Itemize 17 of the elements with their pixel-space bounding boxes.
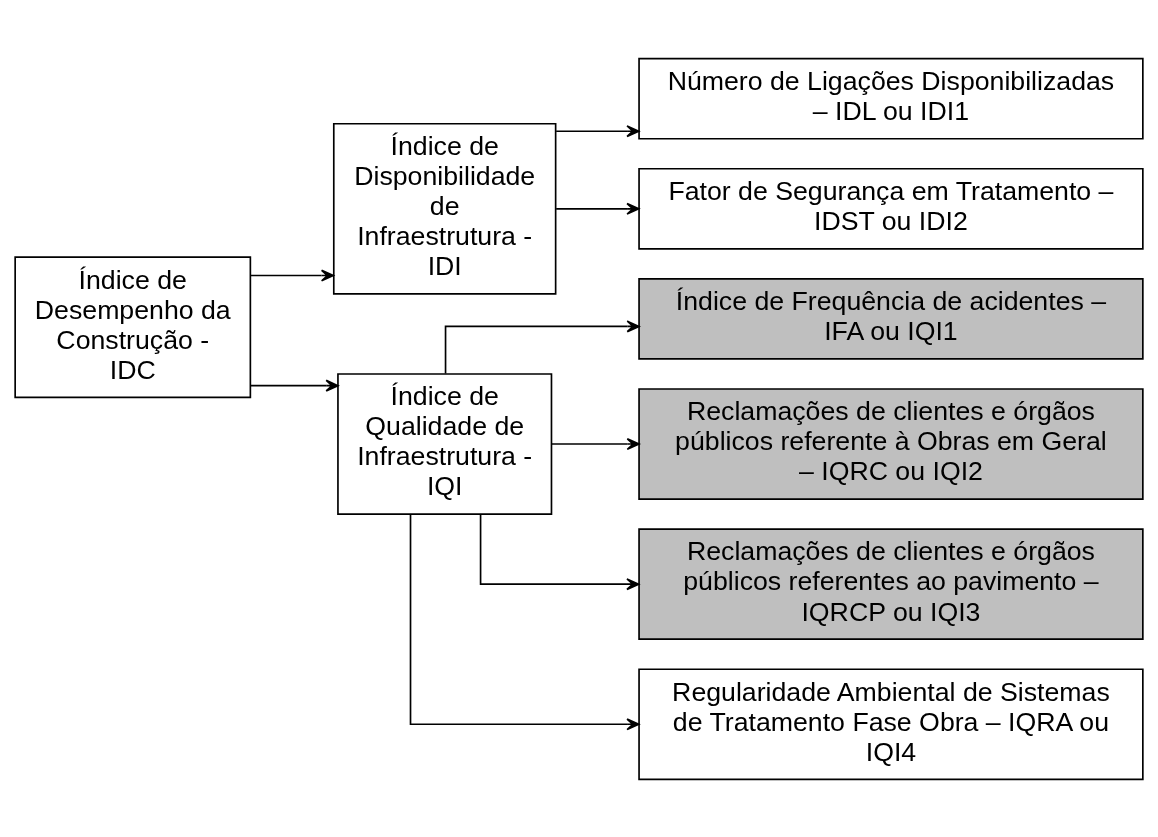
arrow bbox=[444, 319, 640, 374]
node-box: Índice de Desempenho da Construção - IDC bbox=[14, 255, 252, 398]
arrow bbox=[550, 437, 640, 450]
arrow bbox=[249, 268, 335, 282]
arrow bbox=[555, 124, 640, 137]
node-box: Reclamações de clientes e órgãos públicos referente à Obras em Geral – IQRC ou IQI2 bbox=[638, 387, 1144, 500]
node-box: Índice de Disponibilidade de Infraestrutura - IDI bbox=[332, 122, 557, 295]
node-box: Índice de Frequência de acidentes – IFA ou IQI1 bbox=[638, 277, 1144, 360]
node-box: Reclamações de clientes e órgãos públicos referentes ao pavimento – IQRCP ou IQI3 bbox=[638, 527, 1144, 640]
node-box: Regularidade Ambiental de Sistemas de Tratamento Fase Obra – IQRA ou IQI4 bbox=[638, 667, 1144, 780]
arrow bbox=[555, 202, 640, 215]
arrow bbox=[249, 379, 339, 392]
arrow bbox=[479, 512, 640, 590]
node-box: Índice de Qualidade de Infraestrutura - IQI bbox=[337, 372, 553, 515]
arrow bbox=[409, 513, 640, 730]
node-box: Fator de Segurança em Tratamento – IDST ou IDI2 bbox=[638, 167, 1144, 250]
node-box: Número de Ligações Disponibilizadas – IDL ou IDI1 bbox=[638, 57, 1144, 140]
